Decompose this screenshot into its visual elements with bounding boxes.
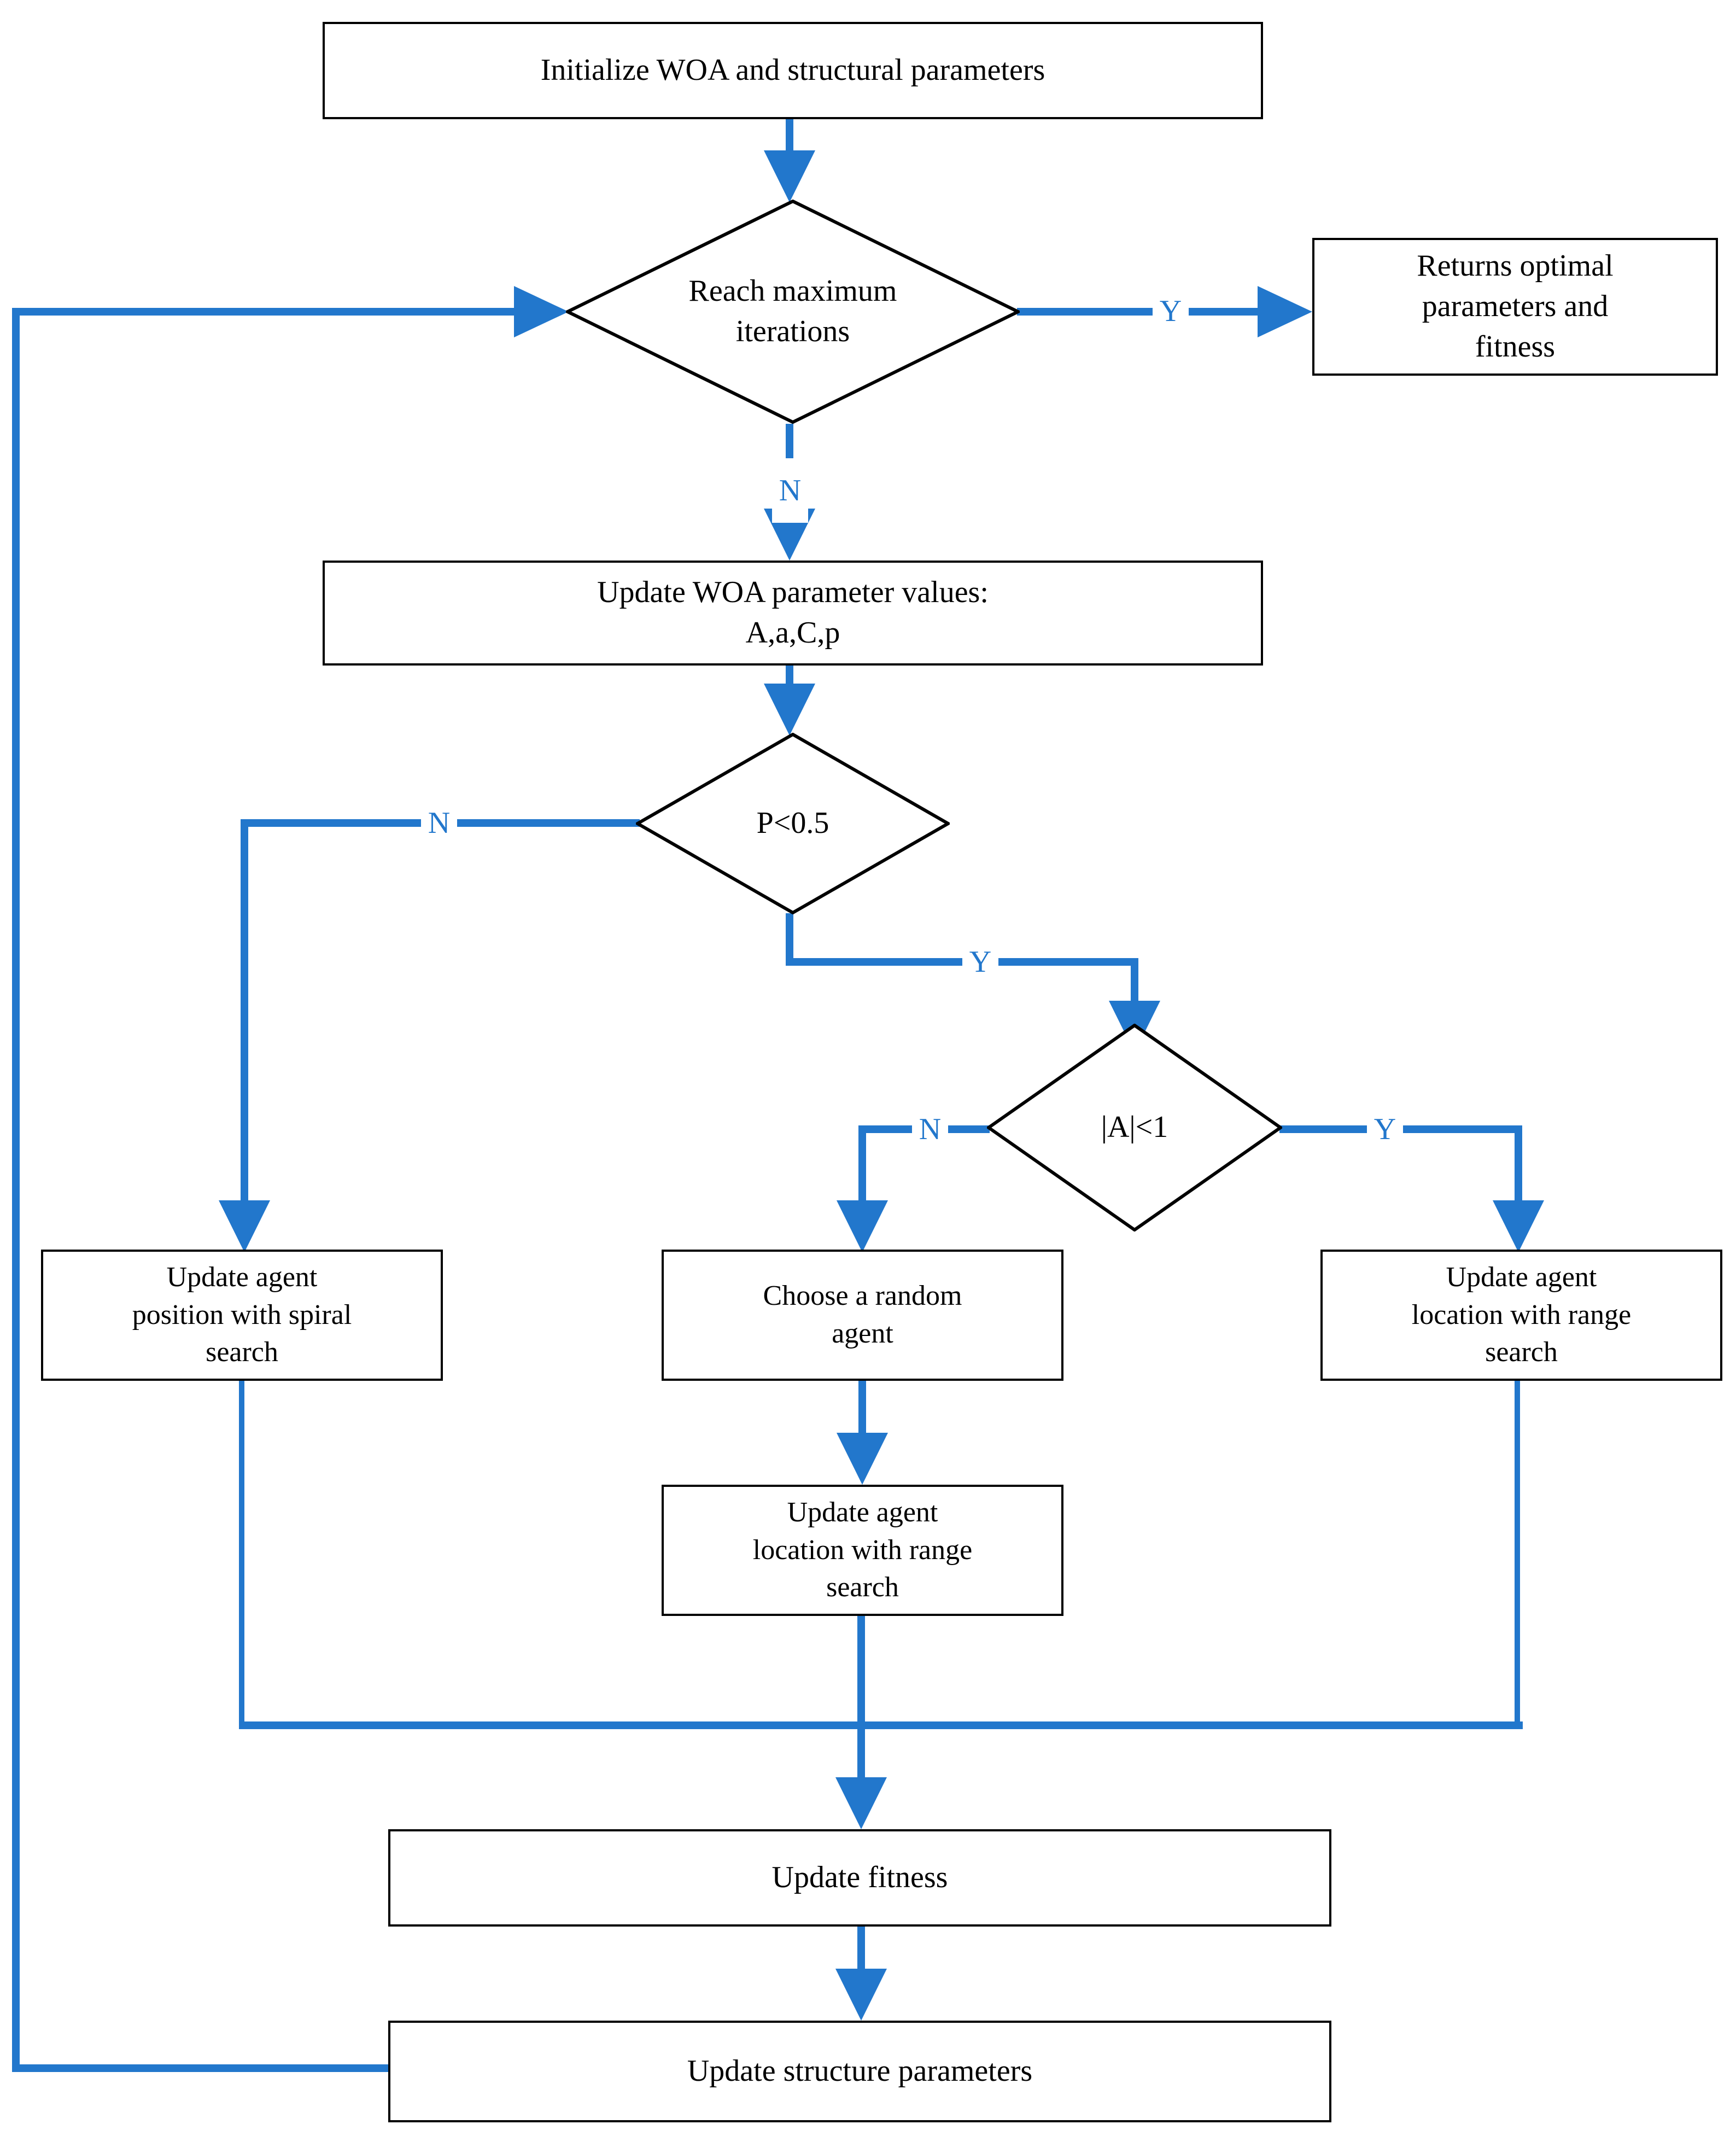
diamond-shape — [566, 200, 1020, 424]
node-initialize-text: Initialize WOA and structural parameters — [540, 53, 1045, 87]
arrowhead-p-no-to-spiral — [219, 1200, 270, 1252]
arrowhead-random-to-rangemid — [837, 1433, 888, 1485]
edge-p-yes-horizontal — [786, 958, 1138, 966]
node-spiral-search[interactable]: Update agent position with spiral search — [41, 1250, 443, 1381]
edge-spiral-down — [239, 1381, 244, 1725]
diamond-shape — [636, 733, 950, 914]
edge-label-p-yes: Y — [962, 930, 998, 994]
node-update-woa-line1: Update WOA parameter values: — [597, 575, 989, 610]
node-abs-a-label: |A|<1 — [1101, 1110, 1168, 1145]
node-abs-a-less-than-one[interactable]: |A|<1 — [987, 1024, 1282, 1232]
node-initialize[interactable]: Initialize WOA and structural parameters — [323, 22, 1263, 119]
arrowhead-reach-to-returns — [1258, 286, 1312, 337]
edge-loop-horizontal-bottom — [12, 2064, 389, 2072]
node-reach-max-iterations[interactable]: Reach maximum iterations — [566, 200, 1020, 424]
node-update-fitness-text: Update fitness — [771, 1860, 948, 1895]
edge-p-no-vertical — [241, 819, 248, 1227]
node-returns-line2: parameters and — [1422, 289, 1609, 324]
edge-p-yes-vertical-stub — [786, 913, 793, 962]
node-returns-line1: Returns optimal — [1417, 249, 1614, 283]
edge-label-a-yes: Y — [1367, 1097, 1403, 1162]
arrowhead-join-to-fitness — [835, 1777, 887, 1829]
edge-label-a-no: N — [912, 1097, 948, 1162]
node-update-woa-line2: A,a,C,p — [745, 616, 840, 650]
edge-rangemid-down-to-fitness — [857, 1616, 865, 1796]
node-spiral-line1: Update agent — [166, 1262, 318, 1293]
diamond-shape — [987, 1024, 1282, 1232]
node-update-structure-text: Update structure parameters — [687, 2054, 1033, 2088]
node-returns-optimal[interactable]: Returns optimal parameters and fitness — [1312, 238, 1718, 376]
node-spiral-line3: search — [206, 1337, 278, 1368]
node-reach-max-line2: iterations — [735, 314, 850, 348]
arrowhead-loop-to-reach — [514, 286, 569, 337]
edge-loop-horizontal-top — [12, 308, 534, 316]
node-random-line2: agent — [832, 1318, 893, 1349]
node-range-right-line3: search — [1485, 1337, 1558, 1368]
node-range-right-line1: Update agent — [1446, 1262, 1597, 1293]
arrowhead-updatewoa-to-p — [764, 684, 815, 736]
arrowhead-init-to-reach — [764, 150, 815, 202]
node-p-label: P<0.5 — [756, 806, 829, 841]
node-reach-max-line1: Reach maximum — [688, 274, 897, 308]
edge-rangeright-down — [1515, 1381, 1520, 1728]
edge-loop-vertical-left — [12, 308, 20, 2072]
node-update-fitness[interactable]: Update fitness — [388, 1829, 1331, 1927]
edge-label-reach-no: N — [772, 458, 808, 523]
node-range-mid-line1: Update agent — [787, 1497, 938, 1528]
arrowhead-fitness-to-structure — [835, 1969, 887, 2021]
node-range-mid-line2: location with range — [752, 1534, 973, 1566]
node-range-mid-line3: search — [826, 1572, 899, 1603]
edge-label-p-no: N — [421, 791, 457, 855]
node-range-search-middle[interactable]: Update agent location with range search — [662, 1485, 1063, 1616]
node-returns-line3: fitness — [1475, 329, 1556, 364]
node-p-less-than-half[interactable]: P<0.5 — [636, 733, 950, 914]
edge-join-horizontal — [239, 1721, 1523, 1729]
arrowhead-a-no-to-random — [837, 1200, 888, 1252]
node-random-line1: Choose a random — [763, 1280, 962, 1312]
edge-label-reach-yes: Y — [1153, 279, 1189, 343]
edge-reach-yes-horizontal — [1017, 308, 1285, 316]
node-update-structure-parameters[interactable]: Update structure parameters — [388, 2021, 1331, 2122]
node-range-search-right[interactable]: Update agent location with range search — [1320, 1250, 1722, 1381]
arrowhead-a-yes-to-rangeright — [1493, 1200, 1544, 1252]
node-reach-max-label: Reach maximum iterations — [566, 200, 1020, 424]
node-choose-random-agent[interactable]: Choose a random agent — [662, 1250, 1063, 1381]
node-spiral-line2: position with spiral — [132, 1299, 352, 1330]
node-range-right-line2: location with range — [1411, 1299, 1632, 1330]
node-update-woa-parameters[interactable]: Update WOA parameter values: A,a,C,p — [323, 561, 1263, 666]
